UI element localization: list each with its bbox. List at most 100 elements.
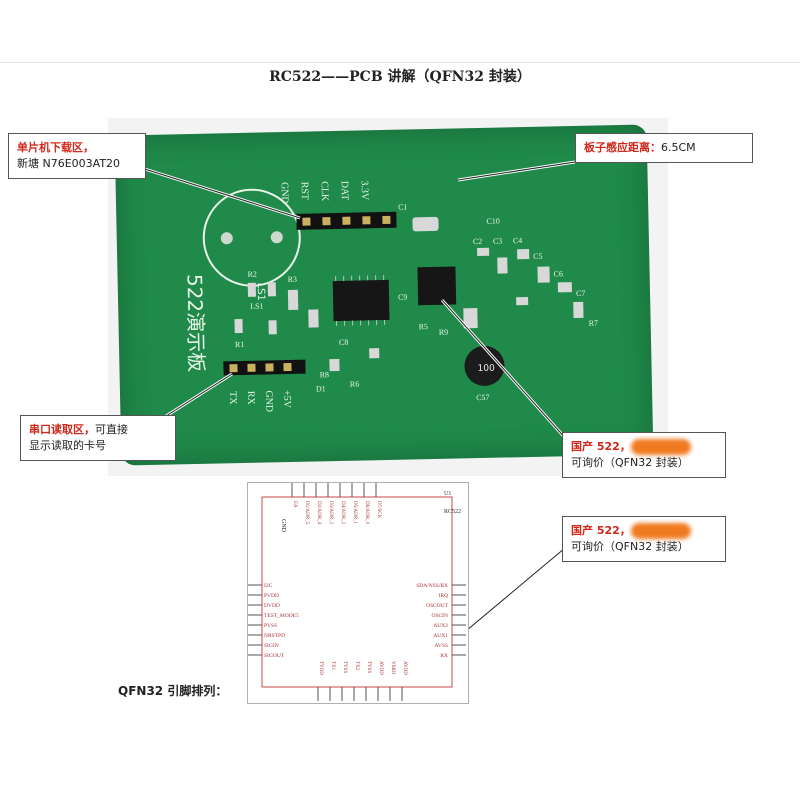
svg-text:R5: R5 <box>419 322 429 331</box>
bottom-pin-1: TX <box>227 391 238 405</box>
smd-components <box>234 247 584 372</box>
svg-text:C10: C10 <box>486 217 500 226</box>
svg-text:C6: C6 <box>554 269 564 278</box>
svg-text:RX: RX <box>440 653 448 659</box>
svg-text:I2C: I2C <box>264 583 273 589</box>
svg-text:NRSTPD: NRSTPD <box>264 633 285 639</box>
svg-text:SIGOUT: SIGOUT <box>264 653 285 659</box>
serial-area-title: 串口读取区， <box>29 423 95 436</box>
svg-text:D3/ADR_3: D3/ADR_3 <box>328 501 333 525</box>
schematic-gnd: GND <box>280 519 286 533</box>
svg-text:LS1: LS1 <box>250 302 264 311</box>
download-area-callout: 单片机下载区， 新塘 N76E003AT20 <box>8 133 146 179</box>
svg-text:C5: C5 <box>533 252 543 261</box>
right-pin-stubs <box>452 584 466 656</box>
svg-text:EA: EA <box>292 501 297 508</box>
svg-text:C57: C57 <box>476 393 490 402</box>
svg-text:D5/ADR_1: D5/ADR_1 <box>352 501 357 525</box>
right-pin-labels: SDA/NSS/RX IRQ OSCOUT OSCIN AUX2 AUX1 AV… <box>416 583 448 659</box>
svg-text:C1: C1 <box>398 202 408 211</box>
ls1-label: LS1 <box>255 282 266 301</box>
svg-text:VMID: VMID <box>390 661 395 675</box>
chip-callout-2-detail: 可询价（QFN32 封装） <box>571 540 689 553</box>
chip-callout-1-detail: 可询价（QFN32 封装） <box>571 456 689 469</box>
crystal <box>412 216 439 232</box>
bottom-pin-3: GND <box>263 390 274 412</box>
top-divider <box>0 62 800 63</box>
svg-text:DVDD: DVDD <box>264 603 280 609</box>
top-pin-3: CLK <box>319 181 330 202</box>
svg-text:D2/ADR_4: D2/ADR_4 <box>316 501 321 525</box>
download-area-detail: 新塘 N76E003AT20 <box>17 157 121 170</box>
svg-text:AVDD: AVDD <box>378 661 383 675</box>
schematic-part: RC522 <box>444 509 461 515</box>
svg-text:D1/ADR_5: D1/ADR_5 <box>304 501 309 525</box>
bottom-pin-labels: TVDD TX1 TVSS TX2 TVSS AVDD VMID AVDD <box>318 661 407 675</box>
mcu-chip <box>332 279 390 322</box>
bottom-pin-2: RX <box>245 391 256 406</box>
svg-text:R1: R1 <box>235 340 245 349</box>
svg-text:SIGIN: SIGIN <box>264 643 279 649</box>
svg-text:D1: D1 <box>316 384 326 393</box>
svg-text:TX2: TX2 <box>354 661 359 671</box>
qfn32-pinout-label: QFN32 引脚排列： <box>118 684 228 698</box>
svg-text:C7: C7 <box>576 289 586 298</box>
serial-area-callout: 串口读取区，可直接 显示读取的卡号 <box>20 415 176 461</box>
redaction-blur <box>630 439 691 455</box>
svg-text:IRQ: IRQ <box>439 593 449 599</box>
svg-text:C4: C4 <box>513 236 523 245</box>
svg-text:C3: C3 <box>493 237 503 246</box>
chip-callout-1: 国产 522， 可询价（QFN32 封装） <box>562 432 726 478</box>
svg-text:C8: C8 <box>339 338 349 347</box>
mcu-chip-pins <box>335 274 386 327</box>
svg-text:R6: R6 <box>350 380 360 389</box>
download-area-title: 单片机下载区， <box>17 141 94 154</box>
svg-text:SDA/NSS/RX: SDA/NSS/RX <box>416 583 448 589</box>
svg-text:D4/ADR_2: D4/ADR_2 <box>340 501 345 525</box>
svg-text:AVDD: AVDD <box>402 661 407 675</box>
left-pin-labels: I2C PVDD DVDD TEST_MODE5 PVSS NRSTPD SIG… <box>264 583 299 659</box>
svg-text:TVSS: TVSS <box>342 661 347 673</box>
top-pin-4: DAT <box>339 181 350 201</box>
chip-callout-2-title: 国产 522， <box>571 524 631 537</box>
serial-area-detail-2: 显示读取的卡号 <box>29 439 106 452</box>
svg-text:TVDD: TVDD <box>318 661 323 675</box>
pcb-board: LS1 GND RST CLK DAT 3.3V 522演示板 <box>114 124 654 466</box>
svg-text:R7: R7 <box>589 319 599 328</box>
svg-text:TVSS: TVSS <box>366 661 371 673</box>
svg-text:OSCOUT: OSCOUT <box>426 603 449 609</box>
svg-text:PVSS: PVSS <box>264 623 277 629</box>
schematic-ref: U1 <box>444 491 451 497</box>
svg-text:C9: C9 <box>398 293 408 302</box>
pcb-detail: LS1 GND RST CLK DAT 3.3V 522演示板 <box>183 180 599 412</box>
redaction-blur <box>630 523 691 539</box>
bottom-pin-4: +5V <box>281 390 292 409</box>
distance-value: 6.5CM <box>661 141 696 154</box>
svg-text:R2: R2 <box>247 270 257 279</box>
chip-callout-2: 国产 522， 可询价（QFN32 封装） <box>562 516 726 562</box>
svg-text:C2: C2 <box>473 237 483 246</box>
mount-hole-right <box>270 231 283 244</box>
top-header <box>296 211 397 230</box>
page-title: RC522——PCB 讲解（QFN32 封装） <box>269 69 531 85</box>
svg-text:TX1: TX1 <box>330 661 335 671</box>
distance-callout: 板子感应距离：6.5CM <box>575 133 753 163</box>
svg-text:PVDD: PVDD <box>264 593 279 599</box>
top-pin-labels: EA D1/ADR_5 D2/ADR_4 D3/ADR_3 D4/ADR_2 D… <box>292 501 381 525</box>
svg-text:TEST_MODE5: TEST_MODE5 <box>264 613 299 619</box>
svg-text:D7/SCK: D7/SCK <box>376 501 381 519</box>
left-pin-stubs <box>248 584 262 656</box>
svg-text:R9: R9 <box>439 328 449 337</box>
rc522-chip <box>417 266 457 306</box>
chip-callout-1-title: 国产 522， <box>571 440 631 453</box>
capacitor-value: 100 <box>477 364 495 374</box>
svg-text:OSCIN: OSCIN <box>431 613 448 619</box>
board-name: 522演示板 <box>183 274 209 373</box>
top-pin-5: 3.3V <box>359 180 370 201</box>
svg-text:R3: R3 <box>288 275 298 284</box>
top-pin-1: GND <box>279 182 290 204</box>
top-pin-stubs <box>291 483 377 497</box>
distance-title: 板子感应距离： <box>584 141 661 154</box>
svg-text:AUX2: AUX2 <box>433 623 448 629</box>
qfn32-schematic: U1 RC522 GND I2C PVDD DVDD TEST_MODE5 PV… <box>247 482 469 704</box>
